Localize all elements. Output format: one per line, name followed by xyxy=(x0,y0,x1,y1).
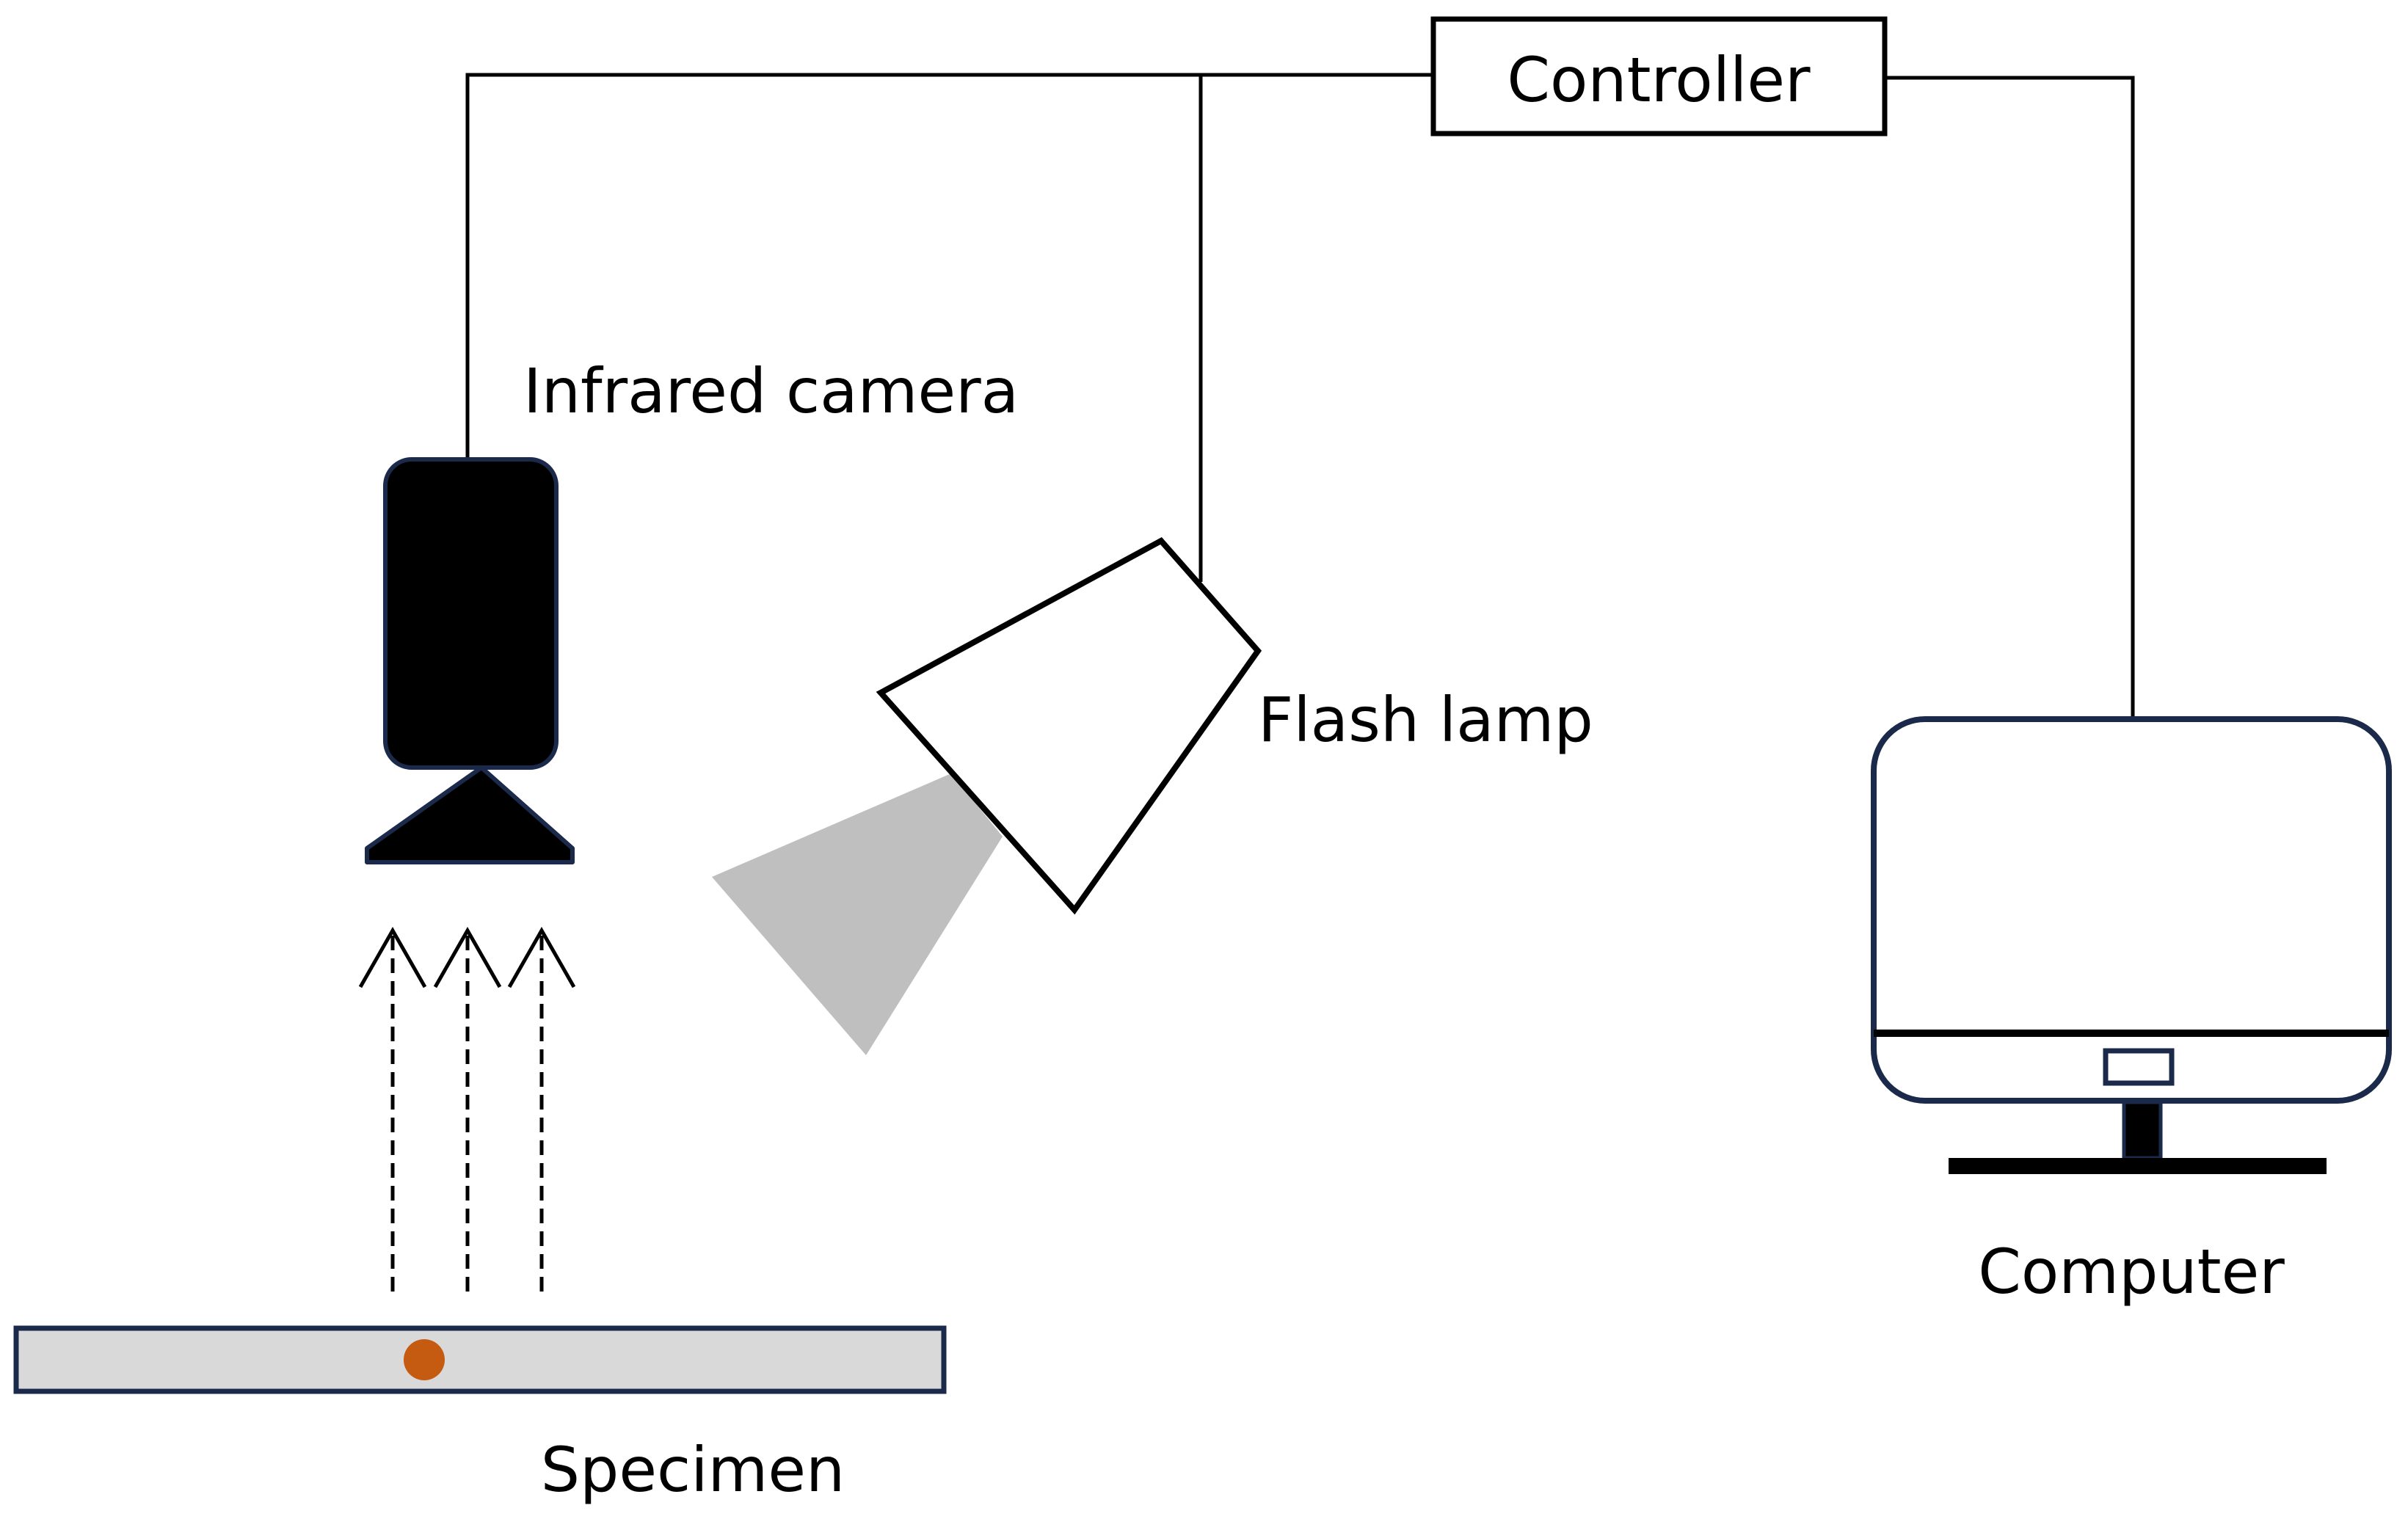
monitor-screen xyxy=(1871,716,2392,1104)
computer-label: Computer xyxy=(1978,1236,2285,1308)
wire-controller-to-camera xyxy=(465,73,1433,459)
radiation-arrow-3-head xyxy=(507,926,576,988)
infrared-camera-label: Infrared camera xyxy=(523,355,1019,427)
specimen-plate xyxy=(13,1325,947,1394)
monitor-base xyxy=(1949,1158,2327,1174)
controller-outline xyxy=(1430,16,1888,136)
wiring xyxy=(465,73,2135,719)
controller-box: Controller xyxy=(1430,16,1888,136)
camera-lens-mount xyxy=(365,765,575,864)
monitor-power-button xyxy=(2103,1048,2175,1086)
specimen-label: Specimen xyxy=(541,1434,845,1506)
flash-lamp-label: Flash lamp xyxy=(1258,684,1593,756)
camera-body xyxy=(383,457,559,770)
radiation-arrow-1-head xyxy=(358,926,427,988)
defect-dot xyxy=(404,1339,445,1380)
computer-monitor-icon xyxy=(1871,716,2392,1174)
flash-lamp-icon xyxy=(876,536,1262,915)
wire-controller-to-computer xyxy=(1885,76,2135,719)
controller-label: Controller xyxy=(1507,44,1811,116)
radiation-arrow-2-head xyxy=(433,926,502,988)
flash-beam xyxy=(712,773,1003,1055)
infrared-radiation-arrows xyxy=(358,926,576,1292)
specimen xyxy=(13,1325,947,1394)
monitor-neck xyxy=(2122,1100,2163,1160)
infrared-camera-icon xyxy=(365,457,575,864)
